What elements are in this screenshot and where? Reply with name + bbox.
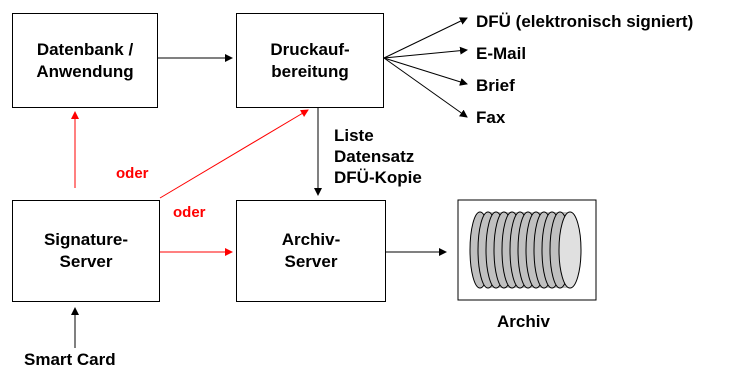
archiv-server-label: Archiv- Server	[281, 230, 341, 271]
alt-label-2: oder	[173, 204, 206, 221]
flow-label: Liste Datensatz DFÜ-Kopie	[334, 126, 422, 187]
output-brief: Brief	[476, 76, 515, 95]
datenbank-box: Datenbank / Anwendung	[12, 13, 158, 108]
arrow-to-brief	[383, 57, 468, 86]
alt-label-1: oder	[116, 165, 149, 182]
output-dfue: DFÜ (elektronisch signiert)	[476, 12, 694, 31]
archive-label: Archiv	[497, 312, 550, 331]
arrow-to-dfue	[383, 17, 468, 59]
disk-stack-icon	[457, 199, 597, 301]
druckaufbereitung-label: Druckauf- bereitung	[270, 39, 350, 81]
archiv-server-box: Archiv- Server	[236, 200, 386, 302]
arrow-to-email	[383, 46, 468, 59]
output-email: E-Mail	[476, 44, 527, 63]
signature-server-label: Signature- Server	[43, 230, 129, 271]
signature-server-box: Signature- Server	[12, 200, 160, 302]
smart-card-label: Smart Card	[24, 350, 116, 369]
arrow-to-fax	[383, 57, 468, 118]
druckaufbereitung-box: Druckauf- bereitung	[236, 13, 384, 108]
datenbank-label: Datenbank / Anwendung	[36, 39, 134, 81]
output-fax: Fax	[476, 108, 506, 127]
red-arrow-signature-to-druckaufbereitung	[159, 109, 309, 199]
